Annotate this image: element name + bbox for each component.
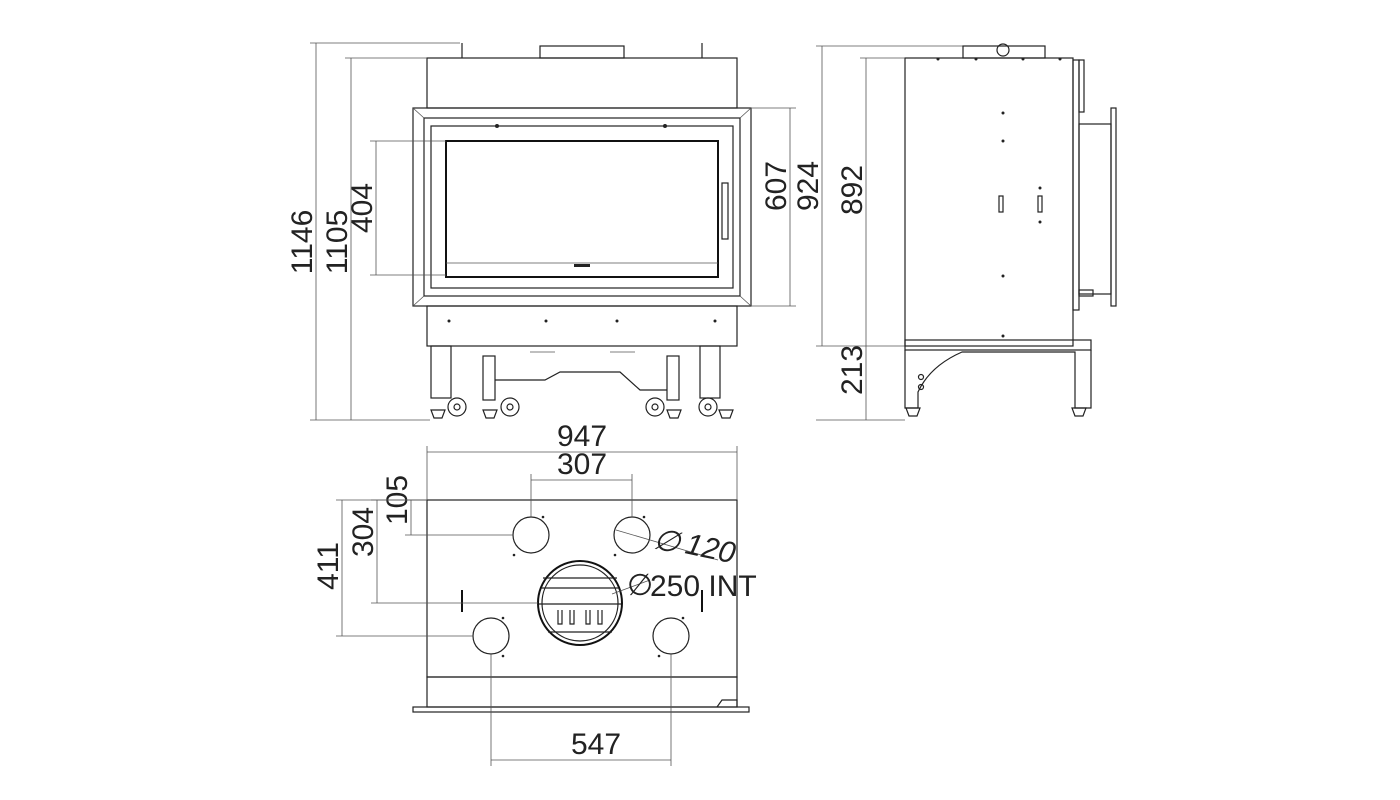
- dim-404-label: 404: [346, 183, 379, 233]
- side-body: [904, 57, 1074, 347]
- front-glass: [445, 140, 719, 278]
- dim-1105-label: 1105: [321, 210, 354, 275]
- dim-924: 924: [792, 45, 965, 347]
- dim-304-label: 304: [347, 507, 380, 557]
- dim-304: 304: [347, 499, 538, 604]
- front-lower-body: [426, 305, 738, 347]
- side-leg-frame: [904, 350, 1092, 409]
- front-flue-collar: [539, 45, 625, 59]
- rear-left-outlet: [512, 516, 550, 554]
- dim-120-label: 120: [683, 528, 739, 571]
- dim-411-label: 411: [312, 542, 345, 590]
- dim-1105: 1105: [321, 57, 427, 420]
- dim-892: 892: [836, 57, 905, 346]
- dim-892-label: 892: [836, 165, 869, 215]
- dim-105: 105: [381, 475, 513, 536]
- front-view: 1146 1105 404 607 924: [286, 42, 965, 421]
- dim-307: 307: [530, 448, 633, 517]
- top-view: 947 307 105 304 411: [312, 420, 757, 766]
- dim-607: 607: [751, 107, 796, 307]
- dim-947: 947: [426, 420, 738, 500]
- dim-411: 411: [312, 499, 473, 637]
- front-door: [430, 125, 734, 289]
- dim-250: ∅ 250 INT: [611, 569, 757, 603]
- top-front-frame: [412, 706, 750, 713]
- dim-120-symbol: ∅: [651, 523, 685, 561]
- dim-307-label: 307: [557, 448, 607, 481]
- dim-947-label: 947: [557, 420, 607, 453]
- dim-404: 404: [346, 140, 446, 276]
- dim-607-label: 607: [760, 161, 793, 211]
- dim-213: 213: [816, 345, 905, 421]
- front-trolley-bridge: [495, 371, 667, 391]
- dim-547: 547: [490, 654, 672, 766]
- dim-924-label: 924: [792, 161, 825, 211]
- front-upper-body: [426, 57, 738, 109]
- front-wheels: [430, 397, 734, 419]
- dim-1146-label: 1146: [286, 210, 319, 275]
- front-door-handle: [721, 182, 729, 240]
- main-outlet: [537, 560, 623, 646]
- side-door-frame: [1078, 123, 1112, 295]
- dim-1146: 1146: [286, 42, 460, 421]
- front-left-outlet: [472, 617, 510, 655]
- dim-250-label: 250 INT: [650, 570, 757, 603]
- side-view: 892 213: [816, 43, 1117, 421]
- front-right-outlet: [652, 617, 690, 655]
- dim-120: ∅ 120: [615, 523, 739, 571]
- dim-547-label: 547: [571, 728, 621, 761]
- dim-250-symbol: ∅: [627, 569, 653, 602]
- dim-213-label: 213: [836, 345, 869, 395]
